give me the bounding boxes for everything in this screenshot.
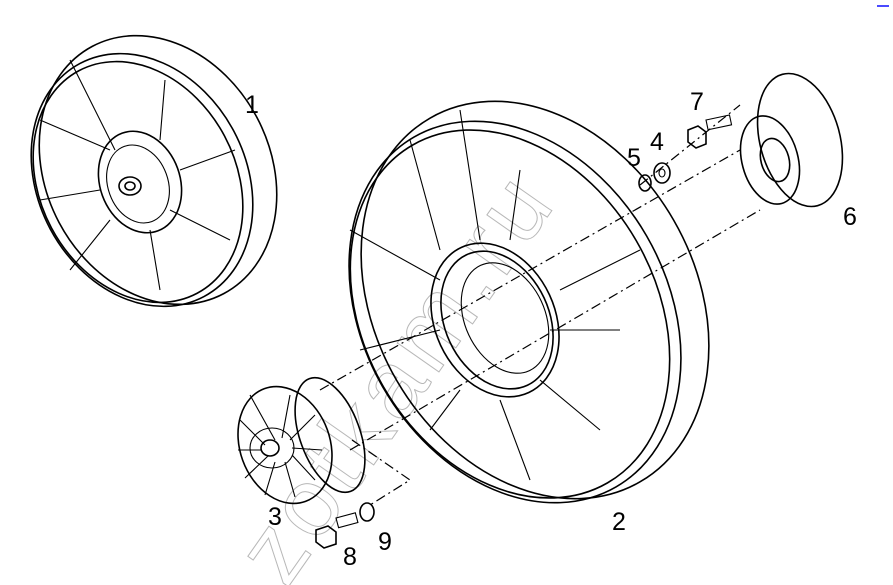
fan-1: [30, 34, 278, 308]
callout-3: 3: [268, 503, 282, 531]
callout-8: 8: [343, 543, 357, 571]
callout-5: 5: [627, 144, 641, 172]
washer-9: [359, 502, 375, 522]
callout-2: 2: [612, 508, 626, 536]
corner-mark: [877, 5, 889, 7]
fan-2: [348, 100, 710, 504]
bolt-7: [687, 114, 733, 149]
callout-4: 4: [650, 128, 664, 156]
viscous-clutch-3: [237, 376, 366, 505]
callout-1: 1: [245, 91, 259, 119]
nut-4: [653, 162, 671, 184]
bolt-8: [315, 512, 359, 549]
hub-flange-6: [739, 72, 844, 208]
washer-5: [638, 174, 652, 192]
callout-9: 9: [378, 528, 392, 556]
callout-6: 6: [843, 203, 857, 231]
callout-7: 7: [690, 88, 704, 116]
centerline: [319, 104, 761, 506]
